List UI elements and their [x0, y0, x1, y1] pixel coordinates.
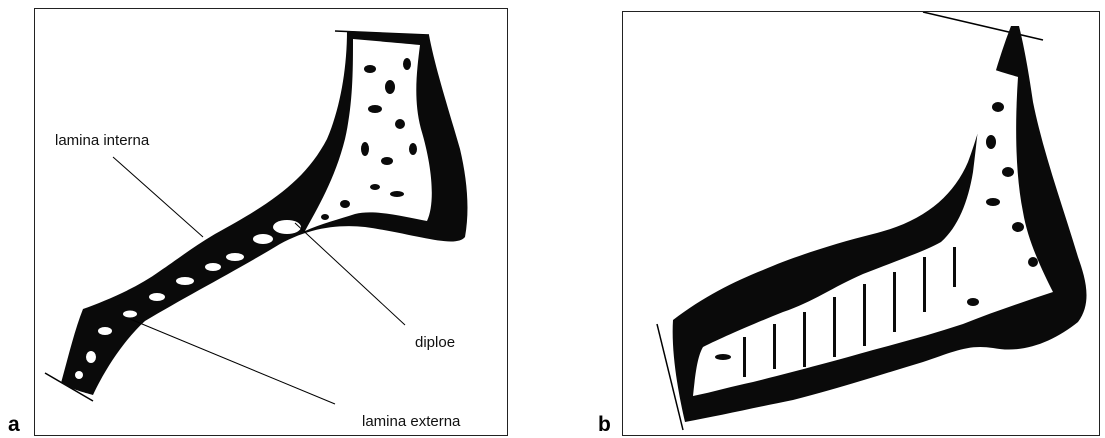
leader-line-diploe [295, 223, 405, 325]
bone-cross-section-a [35, 9, 509, 437]
panel-a-frame: lamina interna diploe lamina externa [34, 8, 508, 436]
panel-label-a: a [8, 414, 20, 435]
cut-line-top [923, 12, 1043, 40]
bone-cross-section-b [623, 12, 1101, 437]
panel-label-b: b [598, 414, 611, 435]
label-diploe: diploe [415, 335, 455, 350]
leader-line-lamina-externa [130, 319, 335, 404]
panel-b-frame [622, 11, 1100, 436]
leader-line-lamina-interna [113, 157, 203, 237]
label-lamina-externa: lamina externa [362, 414, 460, 429]
label-lamina-interna: lamina interna [55, 133, 149, 148]
